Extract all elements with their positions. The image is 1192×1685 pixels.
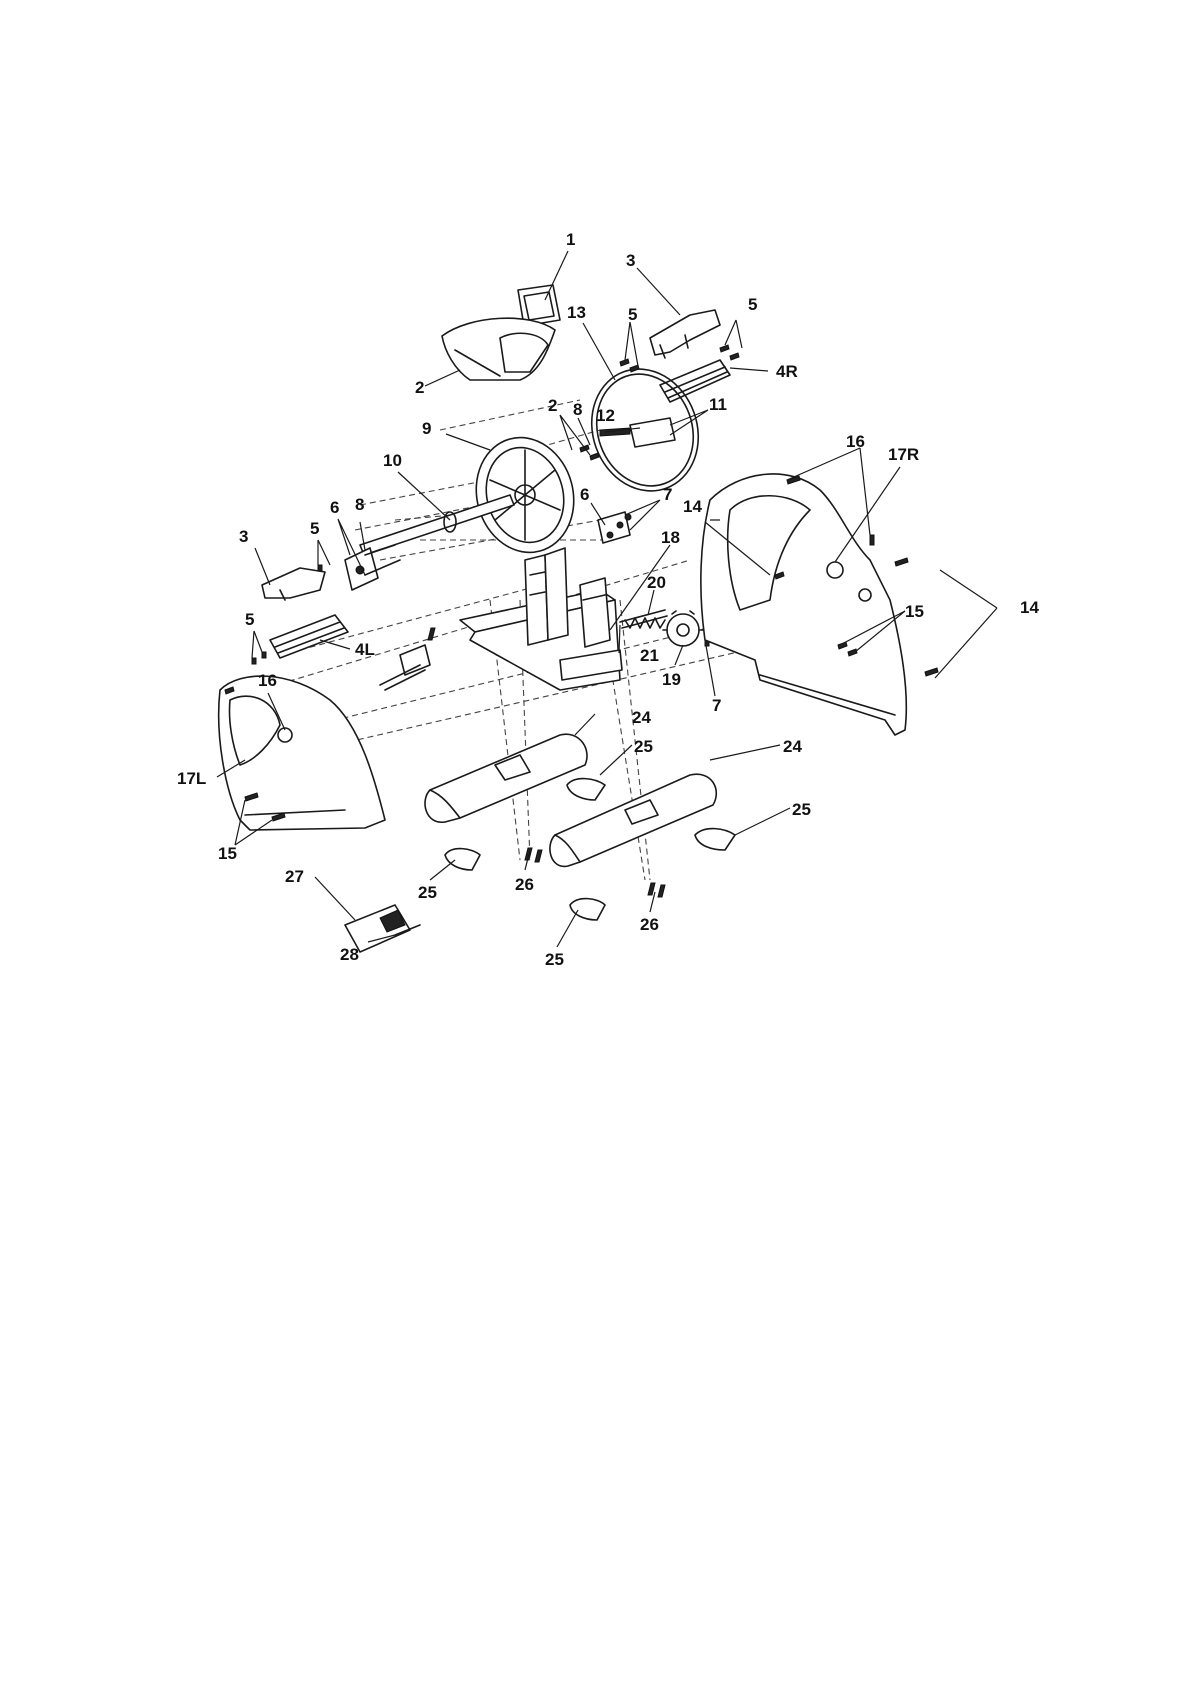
label-5: 5 [748,295,757,314]
label-3: 3 [239,527,248,546]
label-4l: 4L [355,640,375,659]
label-20: 20 [647,573,666,592]
part-spring [620,610,667,628]
label-15: 15 [218,844,237,863]
part-bracket-left [262,568,325,600]
label-7: 7 [663,485,672,504]
label-24: 24 [783,737,802,756]
part-side-cover-right [701,474,906,735]
part-bracket-right [650,310,720,358]
label-16: 16 [258,671,277,690]
label-21: 21 [640,646,659,665]
label-14: 14 [1020,598,1039,617]
label-7: 7 [712,696,721,715]
label-5: 5 [310,519,319,538]
part-main-frame [460,548,622,690]
label-2: 2 [548,396,557,415]
part-stabilizer-front [425,734,587,822]
label-6: 6 [580,485,589,504]
label-9: 9 [422,419,431,438]
label-8: 8 [573,400,582,419]
label-17l: 17L [177,769,206,788]
label-17r: 17R [888,445,919,464]
part-bearing-hub-right [598,512,631,543]
label-2: 2 [415,378,424,397]
label-18: 18 [661,528,680,547]
label-26: 26 [515,875,534,894]
label-3: 3 [626,251,635,270]
label-25: 25 [418,883,437,902]
label-5: 5 [628,305,637,324]
label-13: 13 [567,303,586,322]
part-pedal-left [270,615,348,658]
label-8: 8 [355,495,364,514]
label-26: 26 [640,915,659,934]
label-4r: 4R [776,362,798,381]
label-19: 19 [662,670,681,689]
label-16: 16 [846,432,865,451]
label-25: 25 [545,950,564,969]
label-12: 12 [596,406,615,425]
label-10: 10 [383,451,402,470]
label-27: 27 [285,867,304,886]
label-5: 5 [245,610,254,629]
label-24: 24 [632,708,651,727]
label-15: 15 [905,602,924,621]
label-14: 14 [683,497,702,516]
label-25: 25 [634,737,653,756]
label-6: 6 [330,498,339,517]
label-11: 11 [709,395,727,414]
part-center-hardware [380,628,435,690]
label-1: 1 [566,230,575,249]
label-28: 28 [340,945,359,964]
label-25: 25 [792,800,811,819]
